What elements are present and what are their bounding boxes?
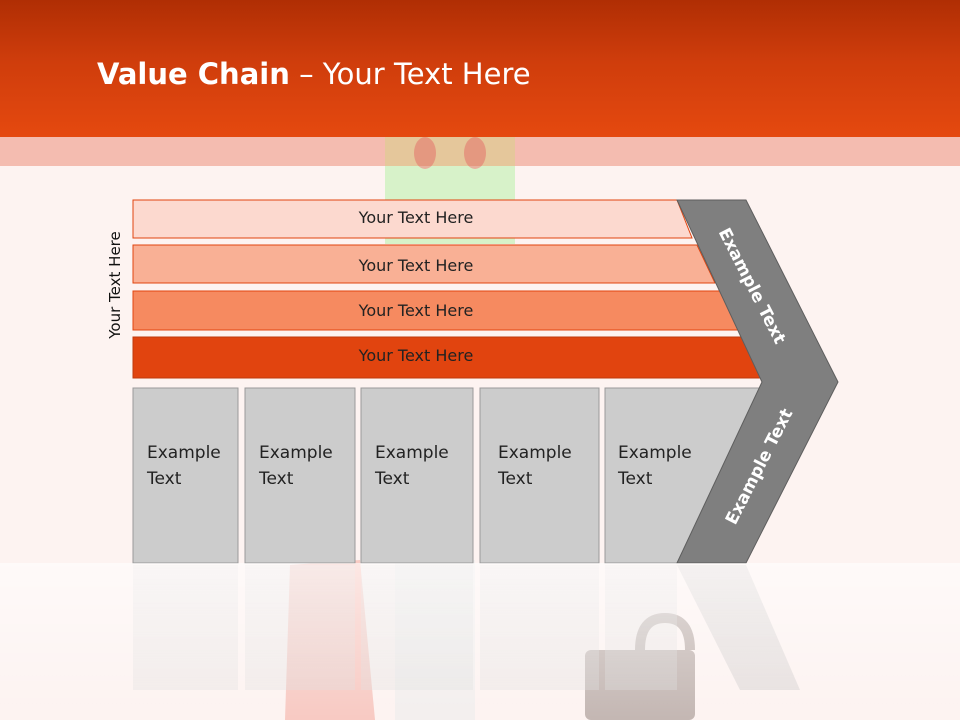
value-column-3 <box>360 387 474 564</box>
value-column-4 <box>479 387 600 564</box>
value-column-2 <box>244 387 356 564</box>
value-column-1 <box>132 387 239 564</box>
column-4-line1: Example <box>498 443 572 463</box>
title-bar <box>0 0 960 137</box>
column-3-line2: Text <box>375 469 410 489</box>
column-4-line2: Text <box>498 469 533 489</box>
vertical-axis-label: Your Text Here <box>106 231 124 339</box>
row-1-label: Your Text Here <box>358 208 474 227</box>
column-1-line1: Example <box>147 443 221 463</box>
column-1-line2: Text <box>147 469 182 489</box>
row-4-label: Your Text Here <box>358 346 474 365</box>
column-2-line2: Text <box>259 469 294 489</box>
slide-title: Value Chain – Your Text Here <box>97 52 531 96</box>
column-2-line1: Example <box>259 443 333 463</box>
column-3-line1: Example <box>375 443 449 463</box>
row-2-label: Your Text Here <box>358 256 474 275</box>
value-row-2 <box>132 244 716 284</box>
title-bold: Value Chain <box>97 57 290 91</box>
row-3-label: Your Text Here <box>358 301 474 320</box>
column-5-line2: Text <box>618 469 653 489</box>
column-5-line1: Example <box>618 443 692 463</box>
title-rest: – Your Text Here <box>289 57 531 91</box>
value-row-1 <box>132 199 693 239</box>
